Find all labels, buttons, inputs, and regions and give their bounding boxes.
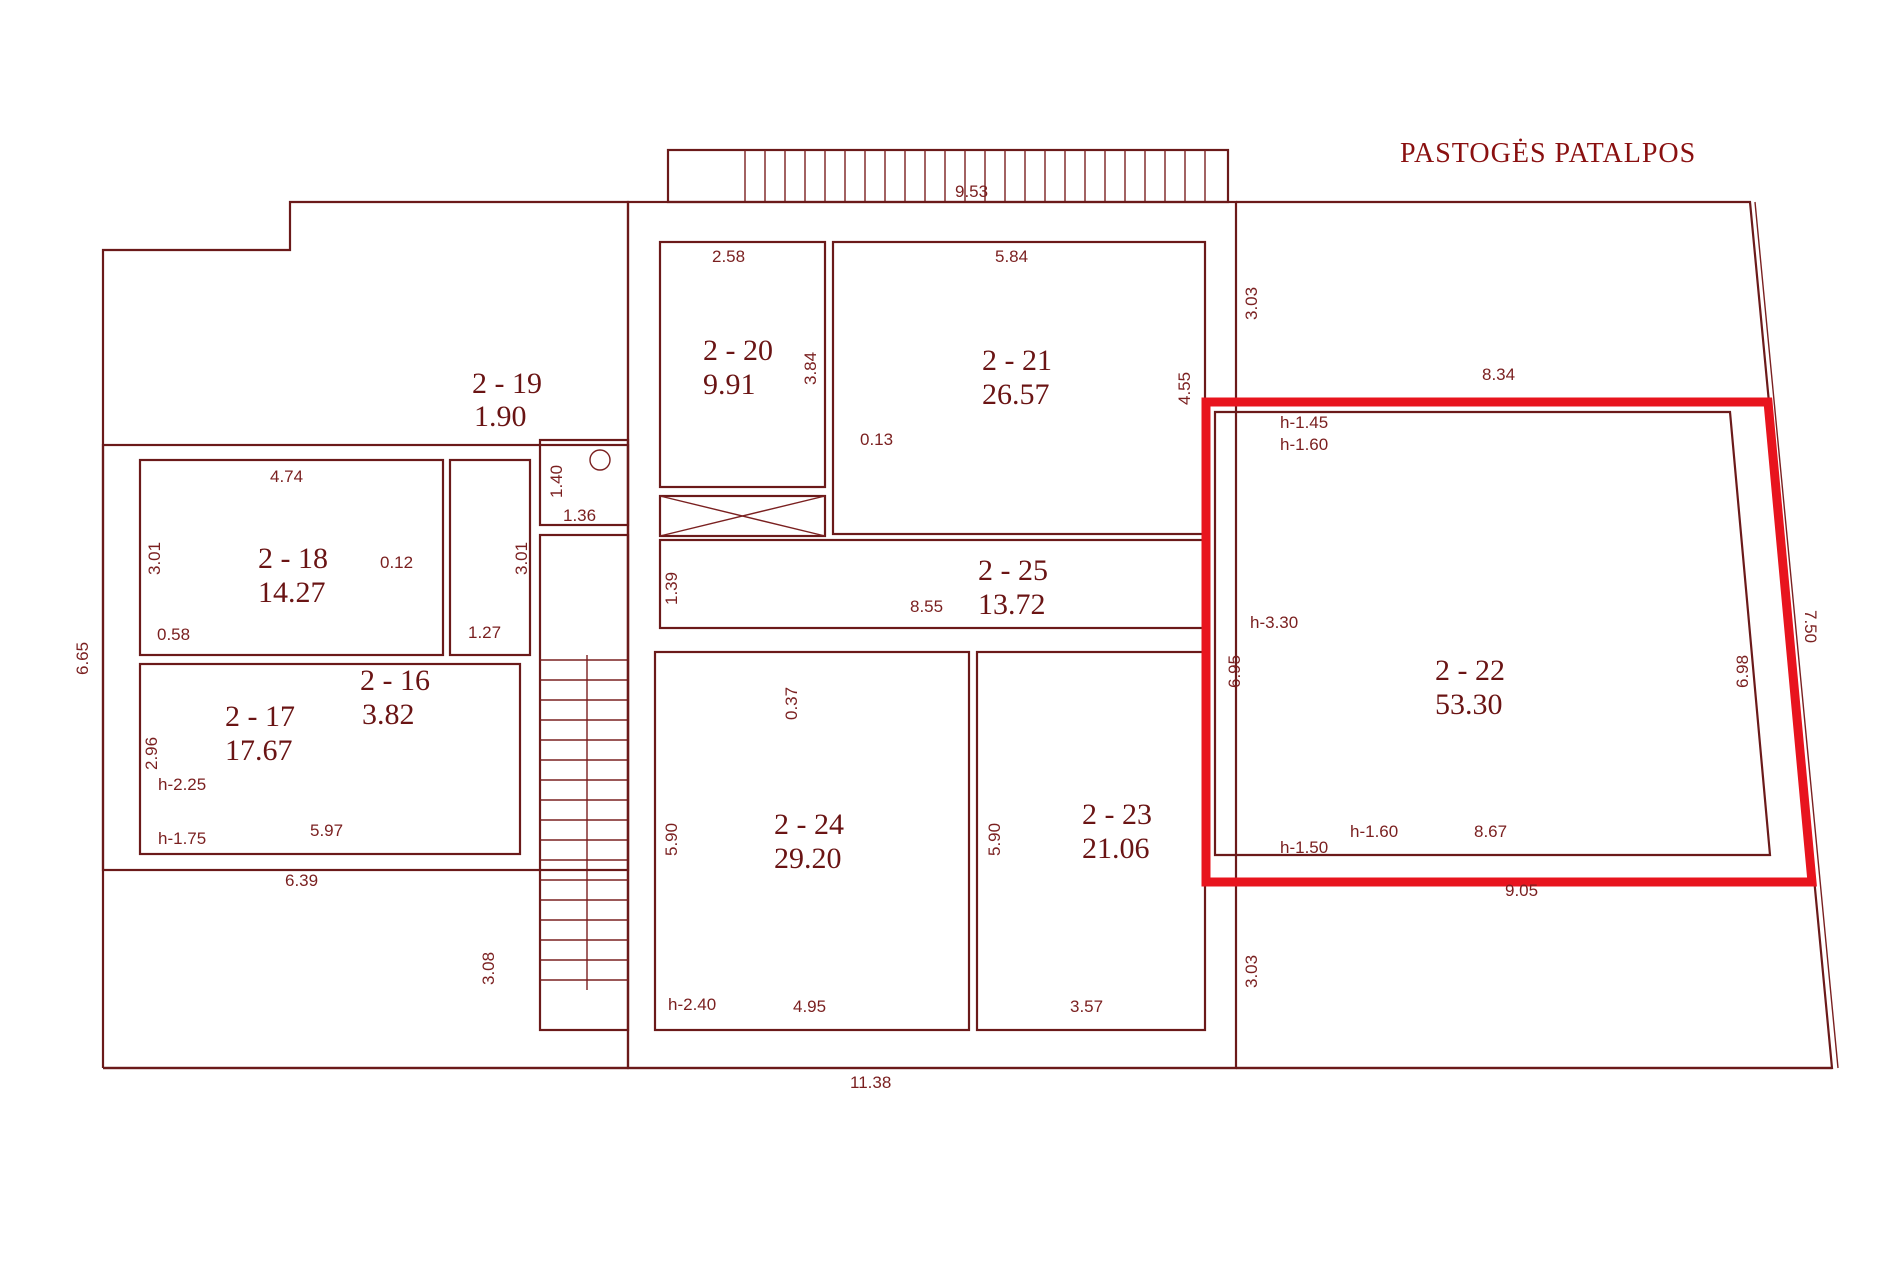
plan-title: PASTOGĖS PATALPOS	[1400, 138, 1696, 169]
height-label: h-1.60	[1280, 435, 1328, 454]
top-stair-treads	[744, 150, 1206, 202]
outer-outline-right	[1236, 200, 1834, 1070]
room-area: 14.27	[258, 576, 326, 609]
room-2-16-outline	[448, 458, 532, 657]
dimension-label: 3.57	[1070, 997, 1103, 1016]
room-2-25-label: 2 - 25 13.72	[978, 554, 1048, 621]
height-label: h-2.40	[668, 995, 716, 1014]
shaft-cross-2	[659, 495, 826, 537]
room-area: 1.90	[474, 400, 527, 433]
dimension-labels: 9.53 2.58 5.84 3.84 0.13 4.55 3.03 8.34 …	[73, 182, 1820, 1092]
dimension-label: 6.65	[73, 642, 92, 675]
room-area: 17.67	[225, 734, 293, 767]
dimension-label: 3.03	[1242, 287, 1261, 320]
shaft	[658, 494, 827, 538]
room-2-18-outline	[138, 458, 445, 657]
dimension-label: 5.97	[310, 821, 343, 840]
height-label: h-1.45	[1280, 413, 1328, 432]
dimension-label: 7.50	[1801, 610, 1820, 643]
height-label: h-2.25	[158, 775, 206, 794]
dimension-label: 3.01	[145, 542, 164, 575]
dimension-label: 0.37	[782, 687, 801, 720]
room-2-21-label: 2 - 21 26.57	[982, 344, 1052, 411]
dimension-label: 2.96	[142, 737, 161, 770]
room-2-20-label: 2 - 20 9.91	[703, 334, 773, 401]
dimension-label: 4.55	[1175, 372, 1194, 405]
room-2-18-label: 2 - 18 14.27	[258, 542, 328, 609]
room-2-24-label: 2 - 24 29.20	[774, 808, 844, 875]
height-label: h-1.75	[158, 829, 206, 848]
room-2-22-label: 2 - 22 53.30	[1435, 654, 1505, 721]
dimension-label: 5.90	[662, 823, 681, 856]
dimension-label: 9.05	[1505, 881, 1538, 900]
dimension-label: 0.12	[380, 553, 413, 572]
room-id: 2 - 21	[982, 344, 1052, 377]
room-id: 2 - 22	[1435, 654, 1505, 687]
room-id: 2 - 19	[472, 367, 542, 400]
central-block	[626, 200, 1238, 1070]
dimension-label: 0.58	[157, 625, 190, 644]
room-2-23-label: 2 - 23 21.06	[1082, 798, 1152, 865]
room-2-21-outline	[831, 240, 1207, 536]
dimension-label: 8.67	[1474, 822, 1507, 841]
dimension-label: 5.90	[985, 823, 1004, 856]
dimension-label: 8.34	[1482, 365, 1515, 384]
room-2-17-outline	[138, 662, 522, 856]
room-id: 2 - 20	[703, 334, 773, 367]
height-label: h-1.60	[1350, 822, 1398, 841]
dimension-label: 11.38	[850, 1073, 891, 1092]
dimension-label: 6.98	[1733, 655, 1752, 688]
dimension-label: 1.40	[547, 465, 566, 498]
room-2-17-label: 2 - 17 17.67	[225, 700, 295, 767]
room-id: 2 - 16	[360, 664, 430, 697]
dimension-label: 5.84	[995, 247, 1028, 266]
room-area: 53.30	[1435, 688, 1503, 721]
dimension-label: 9.53	[955, 182, 988, 201]
dimension-label: 0.13	[860, 430, 893, 449]
height-label: h-1.50	[1280, 838, 1328, 857]
left-wing	[101, 443, 630, 872]
dimension-label: 2.58	[712, 247, 745, 266]
dimension-label: 3.08	[479, 952, 498, 985]
dimension-label: 1.36	[563, 506, 596, 525]
room-area: 9.91	[703, 368, 756, 401]
dimension-label: 6.39	[285, 871, 318, 890]
room-id: 2 - 18	[258, 542, 328, 575]
stair-column	[538, 533, 630, 1032]
room-2-22-highlight	[1201, 397, 1817, 887]
dimension-label: 4.95	[793, 997, 826, 1016]
height-label: h-3.30	[1250, 613, 1298, 632]
dimension-label: 1.39	[662, 572, 681, 605]
room-id: 2 - 25	[978, 554, 1048, 587]
dimension-label: 8.55	[910, 597, 943, 616]
room-2-19-outline	[538, 438, 630, 527]
dimension-label: 3.84	[801, 352, 820, 385]
height-labels: h-1.45 h-1.60 h-3.30 h-1.60 h-1.50 h-2.2…	[158, 413, 1398, 1014]
slope-line	[1754, 201, 1839, 1069]
room-area: 21.06	[1082, 832, 1150, 865]
room-id: 2 - 23	[1082, 798, 1152, 831]
room-2-24-outline	[653, 650, 971, 1032]
room-area: 3.82	[362, 698, 415, 731]
room-2-22-outline	[1213, 410, 1772, 857]
dimension-label: 4.74	[270, 467, 303, 486]
dimension-label: 3.01	[512, 542, 531, 575]
dimension-label: 6.95	[1225, 655, 1244, 688]
room-area: 13.72	[978, 588, 1046, 621]
room-2-16-label: 2 - 16 3.82	[360, 664, 430, 731]
room-id: 2 - 17	[225, 700, 295, 733]
dimension-label: 1.27	[468, 623, 501, 642]
room-area: 29.20	[774, 842, 842, 875]
room-id: 2 - 24	[774, 808, 844, 841]
stair-treads	[540, 655, 628, 990]
room-2-19-label: 2 - 19 1.90	[472, 367, 542, 433]
room-2-20-outline	[658, 240, 827, 489]
room-area: 26.57	[982, 378, 1050, 411]
top-stair	[666, 148, 1230, 204]
dimension-label: 3.03	[1242, 955, 1261, 988]
toilet-icon	[589, 449, 611, 471]
